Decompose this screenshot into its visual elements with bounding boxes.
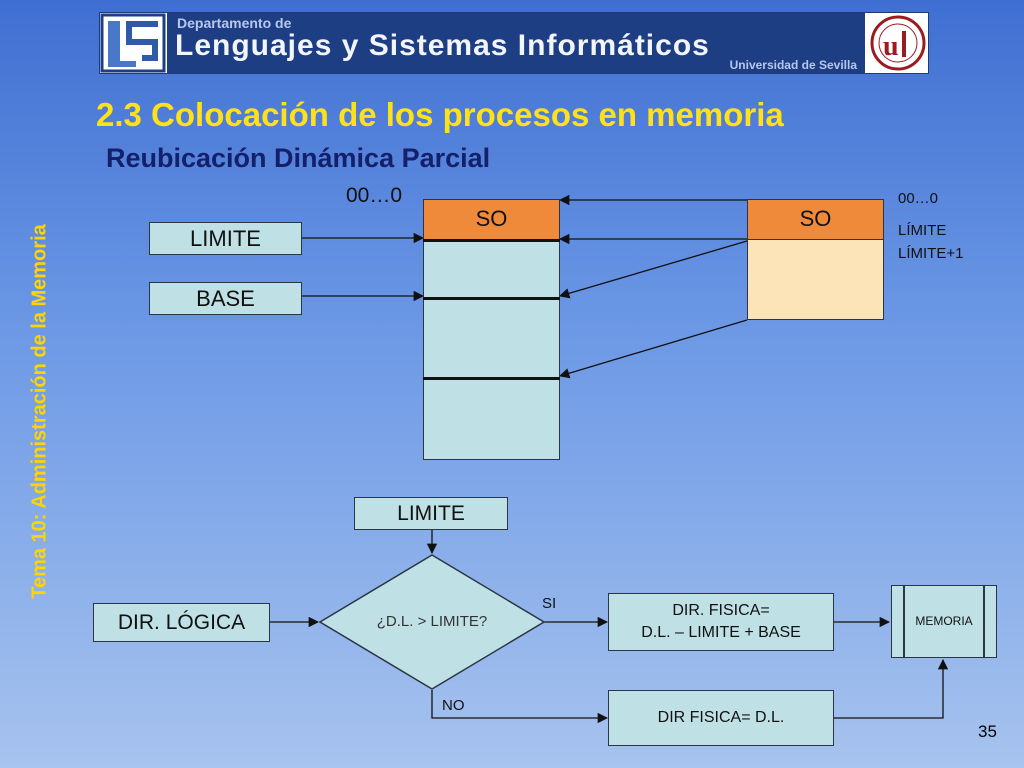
department-logo-icon xyxy=(100,13,166,73)
base-register: BASE xyxy=(149,282,302,315)
header-banner: Departamento de Lenguajes y Sistemas Inf… xyxy=(99,12,929,74)
memory-free-column xyxy=(423,239,560,460)
slide-subtitle: Reubicación Dinámica Parcial xyxy=(106,143,491,173)
fisica-line1: DIR. FISICA= xyxy=(672,602,770,619)
page-number: 35 xyxy=(978,722,997,741)
memoria-right-bar xyxy=(983,585,985,658)
limite-register: LIMITE xyxy=(149,222,302,255)
fisica-line2: D.L. – LIMITE + BASE xyxy=(641,624,801,641)
si-label: SI xyxy=(542,595,557,612)
flow-fisica-box: DIR. FISICA= D.L. – LIMITE + BASE xyxy=(608,593,834,651)
header-blue-band: Departamento de Lenguajes y Sistemas Inf… xyxy=(167,13,865,73)
decision-label: ¿D.L. > LIMITE? xyxy=(376,613,488,630)
memory-process-end-divider xyxy=(423,377,560,380)
process-limite-plus-label: LÍMITE+1 xyxy=(898,245,964,262)
proc-limite1-arrow xyxy=(559,240,748,299)
flow-fisica-dl-box: DIR FISICA= D.L. xyxy=(608,690,834,746)
flow-dir-logica-box: DIR. LÓGICA xyxy=(93,603,270,642)
memory-address-zero: 00…0 xyxy=(346,184,403,207)
fisica-dl-to-memoria xyxy=(834,658,949,719)
proc-end-arrow xyxy=(559,319,748,379)
memoria-left-bar xyxy=(903,585,905,658)
process-space-block xyxy=(747,239,884,320)
slide-title: 2.3 Colocación de los procesos en memori… xyxy=(96,96,784,133)
memory-base-divider xyxy=(423,297,560,300)
decision-diamond xyxy=(318,554,546,690)
memory-so-block: SO xyxy=(423,199,560,240)
process-so-block: SO xyxy=(747,199,884,240)
flow-memoria-box: MEMORIA xyxy=(891,585,997,658)
no-label: NO xyxy=(442,697,465,714)
header-department: Departamento de xyxy=(177,15,292,31)
svg-text:u: u xyxy=(883,31,899,62)
no-arrow xyxy=(431,690,609,724)
header-title: Lenguajes y Sistemas Informáticos xyxy=(175,29,710,62)
process-address-zero: 00…0 xyxy=(898,190,939,207)
header-university: Universidad de Sevilla xyxy=(729,58,857,72)
university-seal-icon: u xyxy=(870,15,926,71)
flow-limite-box: LIMITE xyxy=(354,497,508,530)
process-limite-label: LÍMITE xyxy=(898,222,947,239)
memory-so-divider xyxy=(423,239,560,242)
